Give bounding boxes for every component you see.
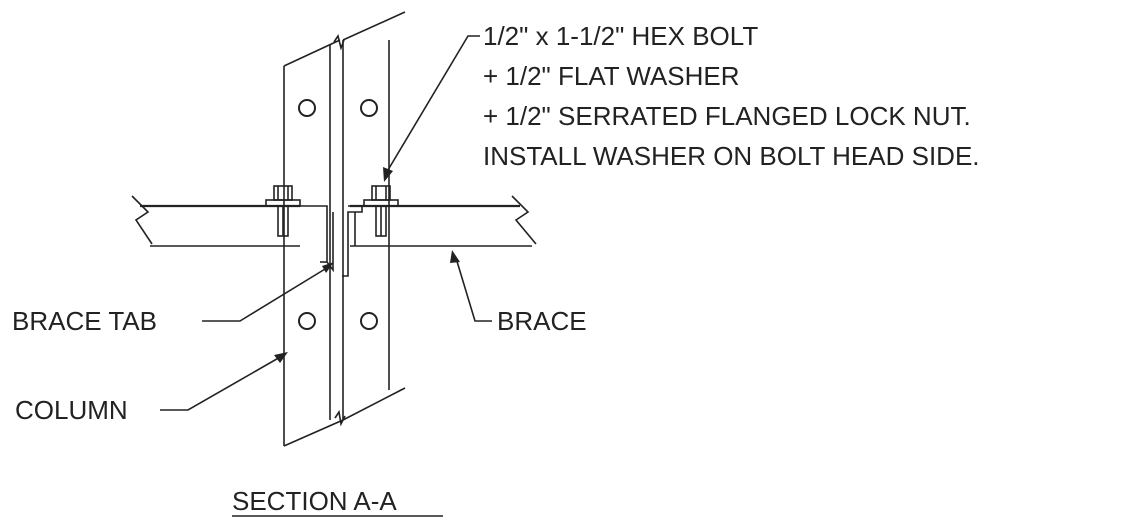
column-leader bbox=[160, 352, 288, 411]
brace-tab-leader bbox=[202, 262, 334, 322]
note-leader bbox=[383, 35, 480, 182]
brace-leader bbox=[450, 250, 492, 322]
note-line-3: + 1/2" SERRATED FLANGED LOCK NUT. bbox=[483, 101, 971, 131]
column-hole bbox=[360, 312, 378, 330]
bolt-left bbox=[265, 185, 301, 237]
brace-tab-right bbox=[342, 205, 363, 277]
brace-left bbox=[131, 195, 300, 247]
note-line-2: + 1/2" FLAT WASHER bbox=[483, 61, 740, 91]
brace-tab-label: BRACE TAB bbox=[12, 306, 157, 336]
bolt-right bbox=[363, 185, 399, 237]
column-label: COLUMN bbox=[15, 395, 128, 425]
column bbox=[283, 11, 406, 447]
column-hole bbox=[298, 312, 316, 330]
brace-label: BRACE bbox=[497, 306, 587, 336]
brace-right bbox=[350, 195, 537, 247]
note-line-4: INSTALL WASHER ON BOLT HEAD SIDE. bbox=[483, 141, 980, 171]
column-hole bbox=[360, 99, 378, 117]
section-title: SECTION A-A bbox=[232, 486, 397, 516]
brace-tab-left bbox=[255, 205, 334, 273]
note-line-1: 1/2" x 1-1/2" HEX BOLT bbox=[483, 21, 758, 51]
column-holes bbox=[298, 99, 378, 330]
column-hole bbox=[298, 99, 316, 117]
